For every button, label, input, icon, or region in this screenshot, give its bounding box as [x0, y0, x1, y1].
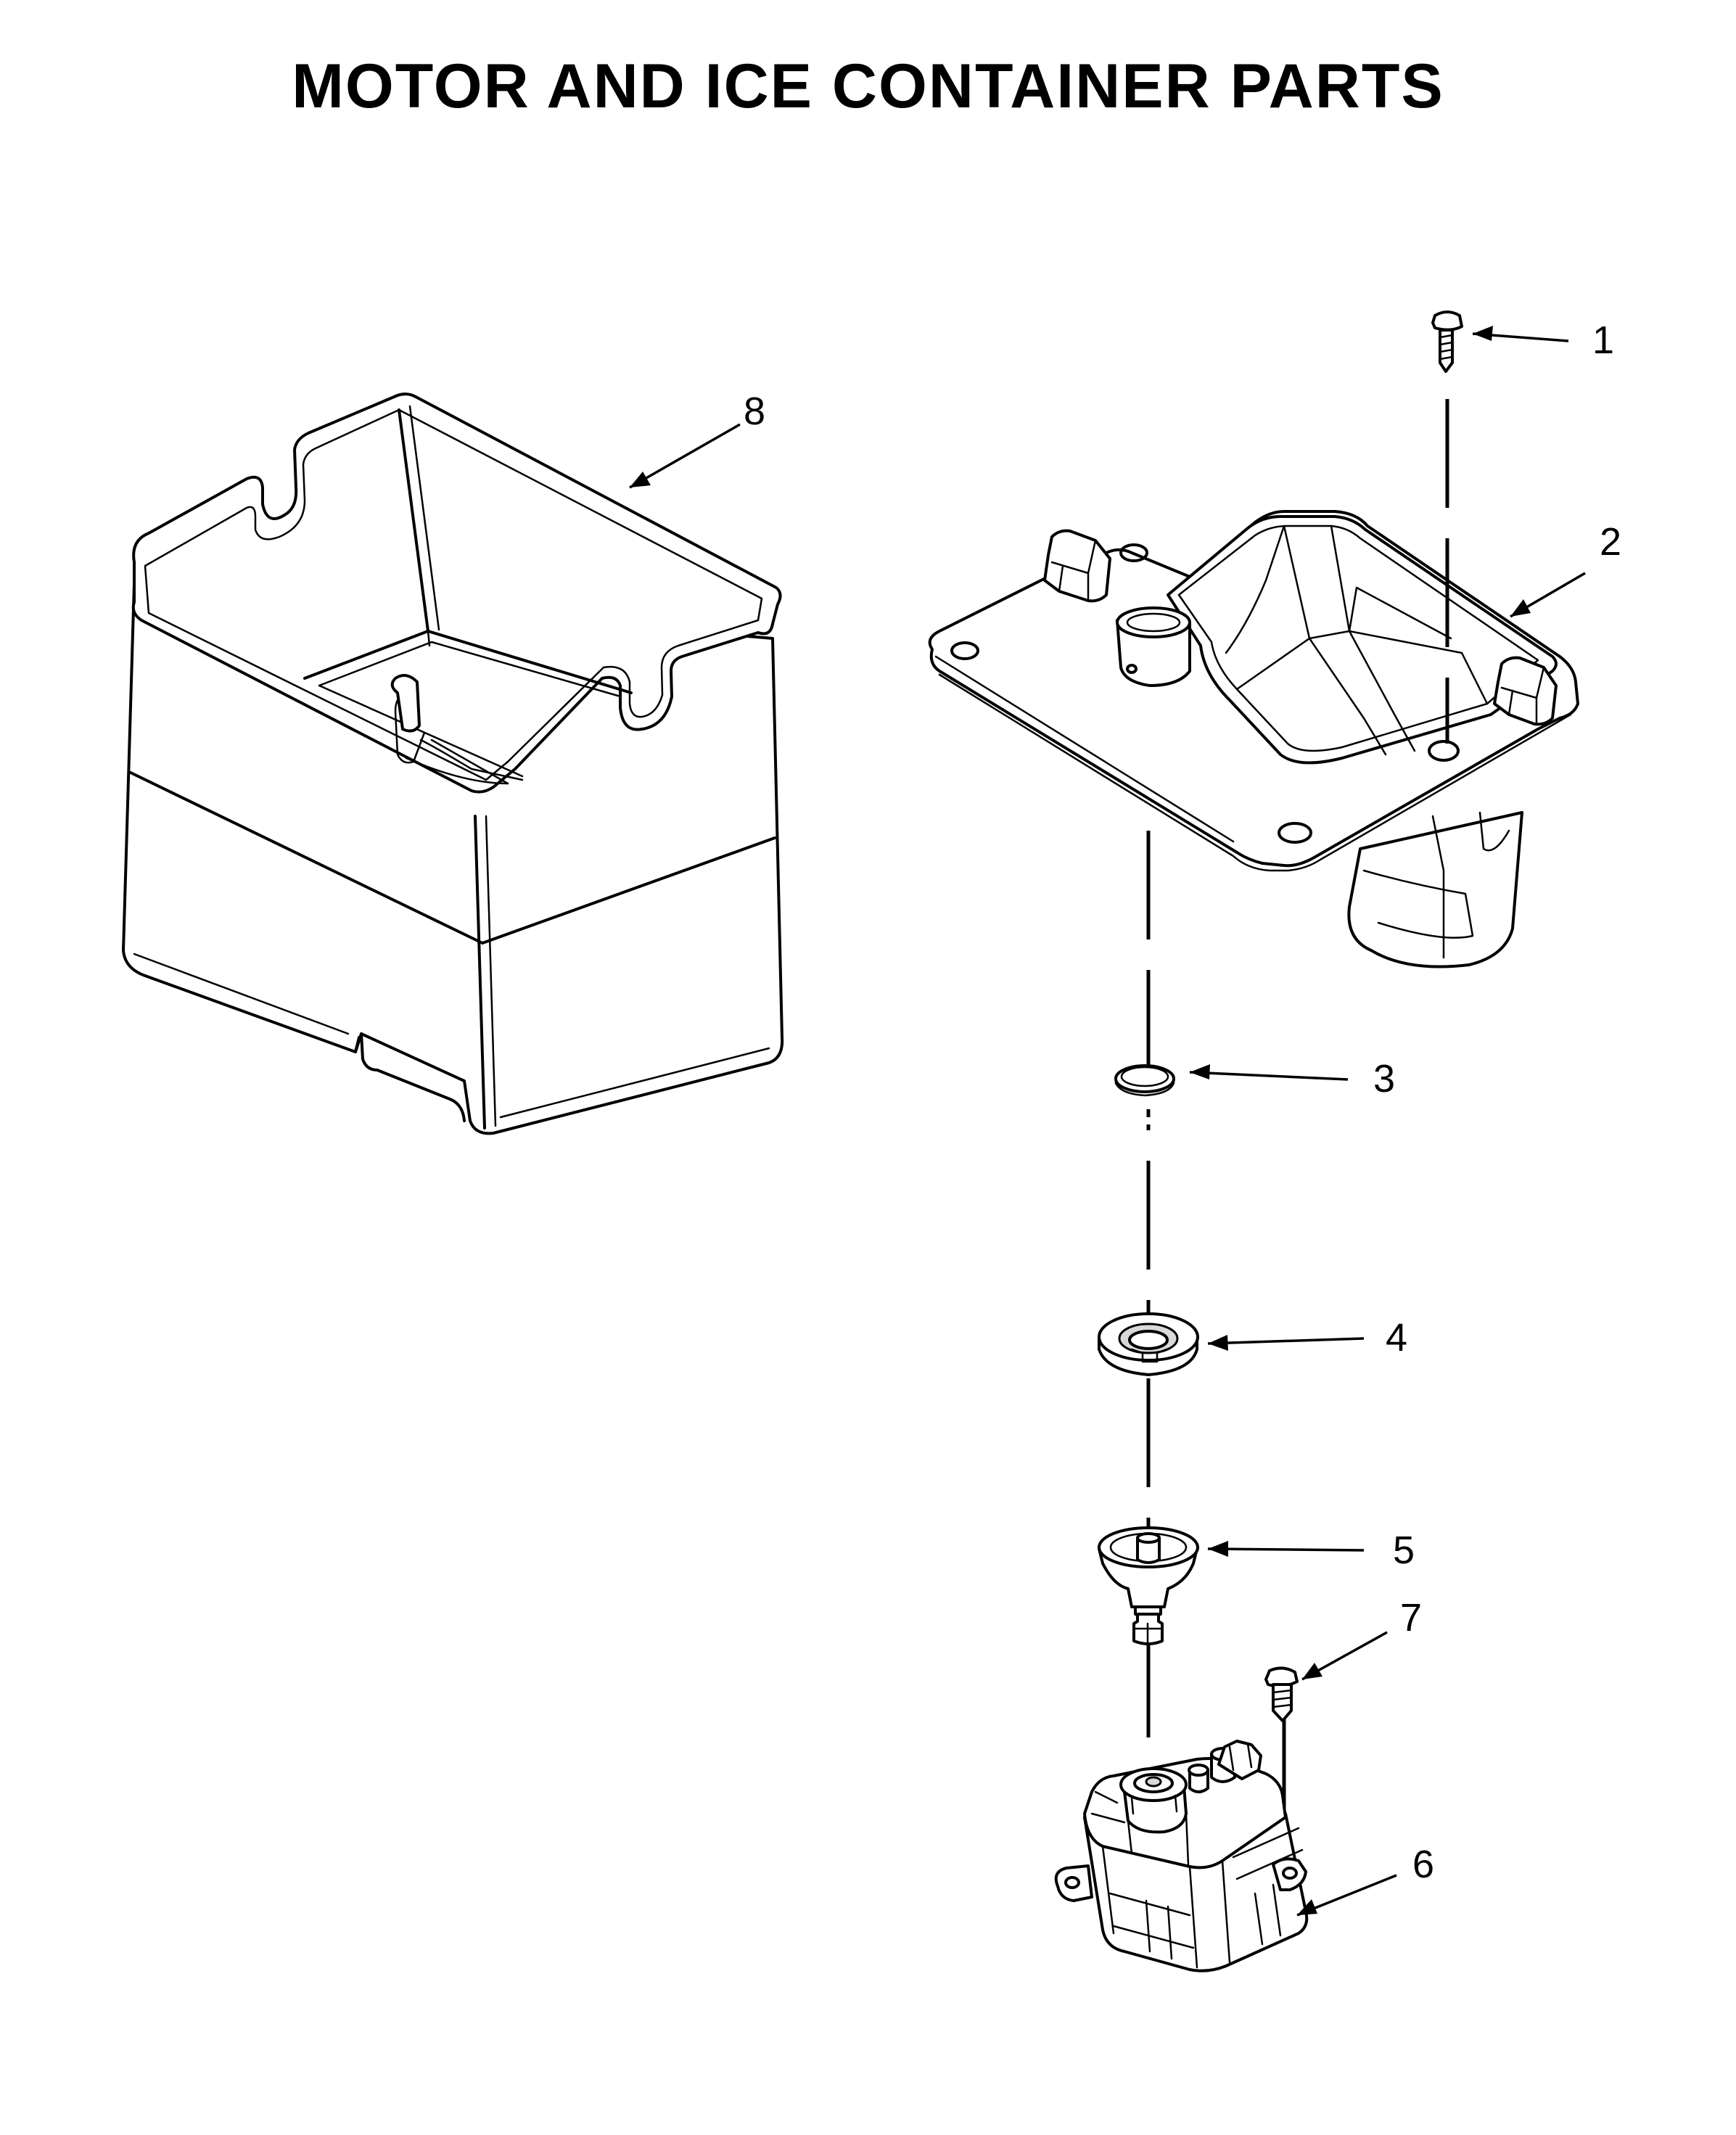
callout-7: 7	[1400, 1596, 1422, 1640]
callout-5: 5	[1393, 1529, 1415, 1572]
callout-6: 6	[1412, 1843, 1434, 1886]
part-8-ice-container[interactable]	[122, 392, 784, 1135]
callout-8: 8	[744, 390, 765, 433]
callout-4: 4	[1386, 1316, 1407, 1359]
part-6-motor[interactable]	[1054, 1740, 1309, 1972]
part-2-chute-plate[interactable]	[928, 510, 1579, 968]
callout-1: 1	[1592, 318, 1614, 362]
page-title: MOTOR AND ICE CONTAINER PARTS	[292, 52, 1444, 121]
callout-arrows	[629, 326, 1586, 1917]
callout-3: 3	[1373, 1057, 1395, 1101]
part-7-screw[interactable]	[1264, 1666, 1299, 1722]
part-4-bearing[interactable]	[1098, 1312, 1199, 1376]
part-5-coupler[interactable]	[1098, 1526, 1199, 1645]
part-1-screw[interactable]	[1431, 310, 1463, 373]
callout-2: 2	[1600, 520, 1621, 564]
part-3-ring[interactable]	[1114, 1064, 1175, 1097]
callout-labels: 1 2 3 4 5 6 7 8	[744, 318, 1621, 1886]
